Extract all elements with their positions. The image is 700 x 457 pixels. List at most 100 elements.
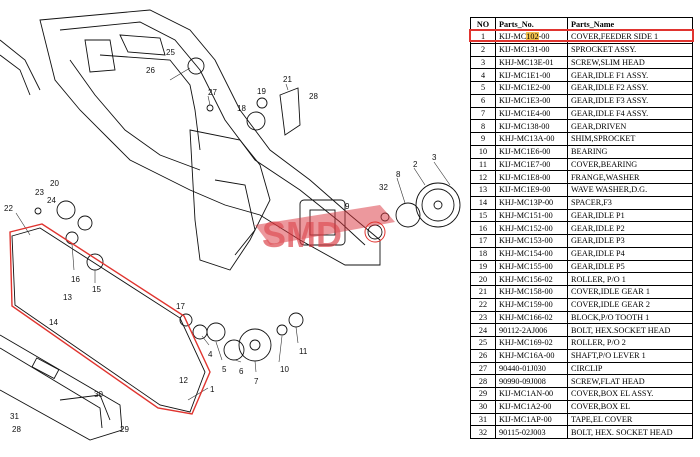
cell-no: 28 xyxy=(470,374,496,388)
cell-parts-name: GEAR,IDLE F4 ASSY. xyxy=(567,106,693,121)
callout-14: 14 xyxy=(49,318,58,327)
cell-no: 21 xyxy=(470,285,496,299)
cell-no: 27 xyxy=(470,361,496,376)
cell-no: 32 xyxy=(470,425,496,439)
callout-28: 28 xyxy=(12,425,21,434)
callout-10-ring xyxy=(364,221,386,243)
cell-no: 3 xyxy=(470,55,496,70)
cell-parts-no: KHJ-MC152-00 xyxy=(495,221,568,235)
cell-no: 16 xyxy=(470,221,496,235)
cell-parts-name: SHAFT,P/O LEVER 1 xyxy=(567,348,693,363)
callout-31: 31 xyxy=(10,412,19,421)
cell-parts-name: BOLT, HEX.SOCKET HEAD xyxy=(567,323,693,337)
cell-parts-no: KHJ-MC156-02 xyxy=(495,272,568,286)
sprocket xyxy=(415,182,461,228)
callout-16: 16 xyxy=(71,275,80,284)
callout-17: 17 xyxy=(176,302,185,311)
callout-22: 22 xyxy=(4,204,13,213)
callout-24: 24 xyxy=(47,196,56,205)
cell-parts-no: 90115-02J003 xyxy=(495,425,568,439)
cell-parts-name: ROLLER, P/O 2 xyxy=(567,336,693,350)
cell-parts-no: KIJ-MC138-00 xyxy=(495,119,568,133)
cell-no: 29 xyxy=(470,387,496,401)
column-header-parts-name: Parts_Name xyxy=(567,17,693,31)
callout-9: 9 xyxy=(345,202,350,211)
cell-no: 24 xyxy=(470,323,496,337)
callout-27: 27 xyxy=(208,88,217,97)
cell-parts-name: GEAR,IDLE P5 xyxy=(567,259,693,274)
watermark-logo: SMD xyxy=(255,205,395,255)
cell-no: 26 xyxy=(470,348,496,363)
cell-no: 5 xyxy=(470,81,496,95)
callout-7: 7 xyxy=(254,377,259,386)
cell-parts-no: KIJ-MC102-00 xyxy=(495,30,568,44)
cell-parts-name: SHIM,SPROCKET xyxy=(567,132,693,146)
callout-20: 20 xyxy=(50,179,59,188)
cell-parts-name: GEAR,IDLE P1 xyxy=(567,208,693,223)
cell-parts-name: GEAR,IDLE F2 ASSY. xyxy=(567,81,693,95)
cell-parts-no: KIJ-MC1E2-00 xyxy=(495,81,568,95)
callout-25: 25 xyxy=(166,48,175,57)
el-cover-plate xyxy=(11,227,206,413)
cell-no: 14 xyxy=(470,195,496,210)
cell-parts-name: TAPE,EL COVER xyxy=(567,412,693,427)
cell-parts-name: COVER,IDLE GEAR 1 xyxy=(567,285,693,299)
cell-parts-no: KIJ-MC1E8-00 xyxy=(495,170,568,184)
cell-parts-name: COVER,BOX EL ASSY. xyxy=(567,387,693,401)
cell-parts-no: 90112-2AJ006 xyxy=(495,323,568,337)
callout-29: 29 xyxy=(120,425,129,434)
cell-no: 13 xyxy=(470,183,496,197)
cell-parts-no: 90990-09J008 xyxy=(495,374,568,388)
cell-no: 18 xyxy=(470,246,496,261)
cell-parts-no: KHJ-MC13P-00 xyxy=(495,195,568,210)
cell-parts-no: KHJ-MC16A-00 xyxy=(495,348,568,363)
cell-parts-no: KIJ-MC1E6-00 xyxy=(495,144,568,159)
cell-parts-no: KHJ-MC151-00 xyxy=(495,208,568,223)
cell-parts-name: GEAR,IDLE P3 xyxy=(567,234,693,248)
cell-parts-no: KIJ-MC1E7-00 xyxy=(495,157,568,172)
callout-30: 30 xyxy=(94,390,103,399)
cell-parts-name: BEARING xyxy=(567,144,693,159)
cell-parts-name: SCREW,SLIM HEAD xyxy=(567,55,693,70)
callout-2: 2 xyxy=(413,160,418,169)
callout-18: 18 xyxy=(237,104,246,113)
callout-4: 4 xyxy=(208,350,213,359)
cell-parts-name: GEAR,IDLE P4 xyxy=(567,246,693,261)
cell-parts-name: SCREW,FLAT HEAD xyxy=(567,374,693,388)
cell-parts-name: COVER,BEARING xyxy=(567,157,693,172)
cell-no: 25 xyxy=(470,336,496,350)
cell-parts-name: GEAR,IDLE F1 ASSY. xyxy=(567,68,693,82)
cell-parts-name: COVER,IDLE GEAR 2 xyxy=(567,297,693,312)
callout-23: 23 xyxy=(35,188,44,197)
cell-no: 1 xyxy=(470,30,496,44)
cell-no: 12 xyxy=(470,170,496,184)
cell-no: 11 xyxy=(470,157,496,172)
cell-parts-name: GEAR,IDLE P2 xyxy=(567,221,693,235)
feeder-frame xyxy=(39,9,381,266)
cell-no: 10 xyxy=(470,144,496,159)
table-header-row: NO Parts_No. Parts_Name xyxy=(470,17,693,31)
cell-no: 19 xyxy=(470,259,496,274)
cell-parts-no: KIJ-MC1E4-00 xyxy=(495,106,568,121)
